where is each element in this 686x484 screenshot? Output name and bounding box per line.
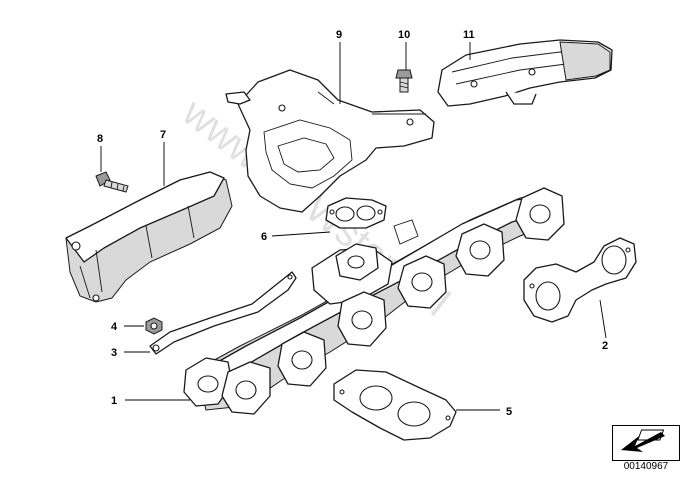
- bolt-10: [395, 69, 413, 93]
- heat-shield-large: [225, 69, 435, 213]
- exhaust-manifold: [183, 187, 565, 415]
- reference-box: [612, 425, 680, 461]
- heat-shield-manifold: [65, 171, 233, 303]
- callout-7: 7: [160, 129, 166, 141]
- gasket-6: [325, 197, 387, 229]
- callout-6: 6: [261, 231, 267, 243]
- strip-3: [149, 271, 297, 355]
- callout-5: 5: [506, 406, 512, 418]
- leader-lines: [100, 42, 607, 411]
- callout-2: 2: [602, 340, 608, 352]
- gasket-5: [333, 369, 457, 441]
- callout-8: 8: [97, 133, 103, 145]
- callout-3: 3: [111, 347, 117, 359]
- gasket-2: [523, 237, 637, 323]
- reference-code: 00140967: [623, 461, 669, 472]
- callout-11: 11: [463, 29, 475, 41]
- callout-10: 10: [398, 29, 410, 41]
- callout-9: 9: [336, 29, 342, 41]
- callouts: 1 2 3 4 5 6 7 8 9 10 11: [97, 29, 608, 418]
- arrow-down-left-icon: [621, 429, 665, 452]
- callout-4: 4: [111, 321, 118, 333]
- bolt-8: [95, 171, 129, 193]
- nut-4: [145, 317, 163, 335]
- heat-shield-small: [437, 39, 613, 107]
- callout-1: 1: [111, 395, 117, 407]
